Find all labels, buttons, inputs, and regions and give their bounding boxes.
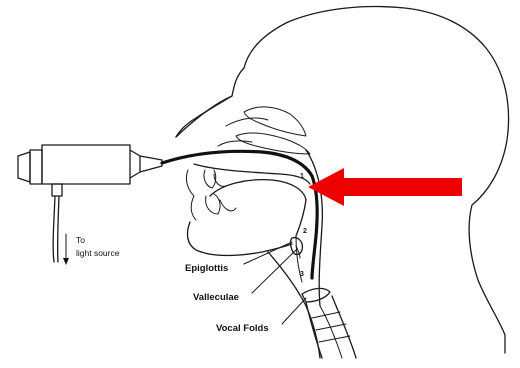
valleculae-leader (252, 250, 296, 293)
marker-3: 3 (300, 271, 304, 278)
marker-1: 1 (300, 173, 304, 180)
red-arrow-shaft (342, 178, 462, 196)
larynx-vocal-fold (302, 288, 330, 302)
to-light-source-label-line1: To (76, 235, 85, 245)
eyepiece-ring (30, 150, 42, 184)
light-cable (53, 196, 59, 262)
vocal-folds-label: Vocal Folds (216, 323, 269, 334)
cable-down-arrowhead (63, 258, 69, 265)
insertion-tube (162, 151, 317, 278)
endoscope-camera (18, 145, 162, 262)
nasal-turbinate-upper (244, 107, 306, 136)
trachea-right (332, 296, 356, 358)
valleculae-label: Valleculae (193, 292, 239, 303)
teeth-lower (206, 194, 236, 214)
camera-body (42, 145, 130, 184)
scope-tip-cone (140, 156, 162, 172)
camera-nose (130, 150, 140, 178)
chin-jaw (188, 222, 292, 256)
eyepiece (18, 152, 30, 182)
hard-palate (194, 164, 310, 184)
epiglottis-label: Epiglottis (185, 263, 228, 274)
light-post (52, 184, 62, 196)
teeth-upper (204, 170, 226, 188)
vocal-folds-leader (282, 298, 306, 324)
red-pointer-arrow (308, 168, 462, 206)
lips (186, 170, 196, 220)
to-light-source-label-line2: light source (76, 248, 120, 258)
marker-2: 2 (303, 228, 307, 235)
red-arrow-head (308, 168, 344, 206)
nose-outline (176, 96, 232, 137)
